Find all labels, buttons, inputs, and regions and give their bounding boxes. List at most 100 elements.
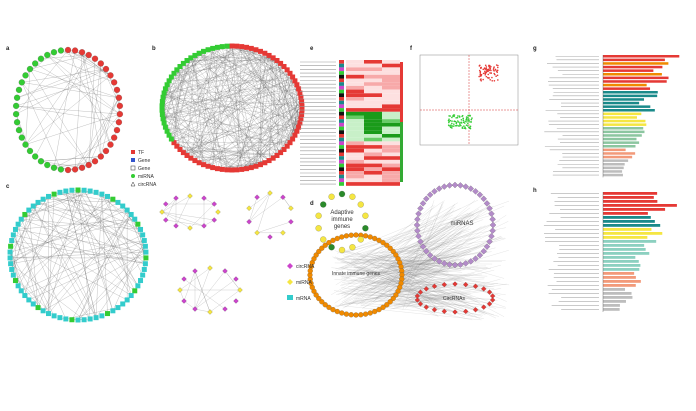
network-b-node <box>184 58 190 64</box>
network-c-node <box>63 188 69 194</box>
barchart-h-bar <box>603 252 650 255</box>
subnet-2 <box>246 190 294 240</box>
network-d-adaptive-node <box>357 201 364 208</box>
network-b-node <box>205 163 211 169</box>
network-b-edge <box>165 127 265 163</box>
network-c-edge <box>65 190 146 264</box>
network-d-innate-node <box>316 295 322 302</box>
network-b-node <box>239 166 245 172</box>
network-d-mirnas-node <box>457 261 464 268</box>
network-b-node <box>161 90 167 96</box>
network-d-circrnas-node <box>481 304 487 310</box>
network-c-node <box>9 238 15 244</box>
legend-c-mirna: miRNA <box>296 280 312 286</box>
barchart-g-bar <box>603 163 625 166</box>
heatmap-cell <box>346 93 364 97</box>
network-d-mirnas-node <box>417 205 424 212</box>
network-b-edge <box>176 69 204 165</box>
heatmap-row-annotation <box>339 137 344 142</box>
volcano-point-up <box>480 67 482 70</box>
network-c-edge <box>65 190 132 296</box>
network-c-edge <box>48 196 132 215</box>
heatmap-cell <box>346 100 364 105</box>
network-b-edge <box>161 66 181 111</box>
heatmap-cell <box>346 97 364 101</box>
network-b-edge <box>268 60 278 161</box>
network-d-edge <box>399 236 502 269</box>
network-b-edge <box>280 63 296 136</box>
network-b-edge <box>162 118 237 170</box>
subnet-2-node <box>288 219 294 225</box>
heatmap-cell <box>364 171 382 175</box>
network-b-edge <box>179 57 274 67</box>
volcano-point-up <box>479 78 482 81</box>
volcano-point-up <box>489 67 491 69</box>
network-b-edge <box>169 47 247 81</box>
network-a-edge <box>25 113 120 145</box>
network-c-edge <box>15 205 123 281</box>
network-d-mirnas-node <box>451 181 459 189</box>
network-b-edge <box>280 69 288 153</box>
network-d-edge <box>331 267 449 277</box>
network-c-node <box>115 305 121 311</box>
heatmap-cell <box>382 137 400 142</box>
network-c-node <box>22 293 28 299</box>
network-c <box>7 187 149 323</box>
network-d-circrnas-node <box>414 297 421 303</box>
heatmap-row-annotation <box>339 115 344 120</box>
volcano-point-down <box>465 124 468 126</box>
network-c-edge <box>21 219 146 264</box>
heatmap-cell <box>346 141 364 146</box>
legend-c-mrna: mRNA <box>296 296 311 302</box>
network-d-mirnas-node <box>467 258 474 265</box>
network-d-edge <box>341 250 466 278</box>
network-d-innate-node <box>384 242 390 248</box>
network-a-node <box>85 51 92 59</box>
network-b-edge <box>217 101 302 169</box>
volcano-point-up <box>482 68 485 71</box>
network-d-edge <box>356 252 441 306</box>
network-d-circrnas-node <box>423 286 429 292</box>
network-c-node <box>141 238 147 244</box>
network-c-edge <box>59 192 118 203</box>
network-b-node <box>248 165 254 171</box>
network-c-edge <box>10 263 85 320</box>
barchart-h-bar <box>603 268 640 271</box>
network-b-edge <box>173 66 181 143</box>
network-a-edge <box>25 69 31 145</box>
heatmap-cell <box>364 148 382 153</box>
network-c-edge <box>21 234 143 291</box>
network-c-edge <box>24 196 49 296</box>
network-a-node <box>50 164 58 171</box>
network-b-edge <box>280 63 301 124</box>
barchart-h-bar <box>603 220 655 223</box>
network-b-edge <box>217 47 291 143</box>
heatmap-cell <box>364 152 382 157</box>
network-d-edge <box>409 200 445 282</box>
network-b-edge <box>186 49 257 156</box>
network-c-edge <box>77 189 139 286</box>
network-d-edge <box>345 256 440 259</box>
heatmap-cell <box>346 130 364 134</box>
barchart-g-bar <box>603 94 658 98</box>
panel-label-f: f <box>410 46 413 52</box>
subnet-2-node <box>267 234 273 240</box>
network-c-node <box>138 278 144 284</box>
network-b-edge <box>276 60 296 136</box>
network-d-circrnas-node <box>431 283 438 289</box>
network-b-node <box>171 140 177 146</box>
network-d-circrnas-node <box>452 309 458 315</box>
heatmap-cell <box>346 60 364 64</box>
network-d-edge <box>396 234 491 253</box>
subnet-3-node <box>192 306 198 312</box>
network-d-circrnas <box>414 281 496 315</box>
heatmap-cell <box>364 82 382 86</box>
network-b-edge <box>276 63 281 156</box>
heatmap-cell <box>382 67 400 72</box>
network-c-node <box>75 187 81 193</box>
network-b-node <box>287 70 293 76</box>
volcano-point-down <box>458 125 461 127</box>
network-b-edge <box>241 46 296 136</box>
subnet-3-node <box>222 306 228 312</box>
network-b-node <box>188 155 194 161</box>
